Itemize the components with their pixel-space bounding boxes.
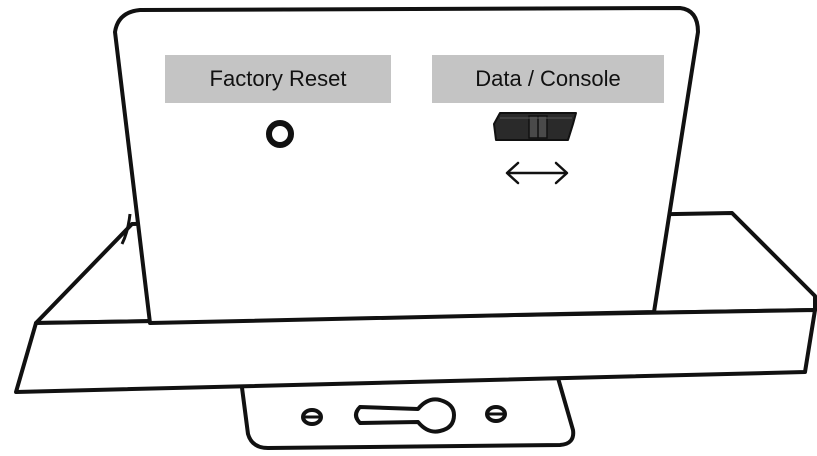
keyhole-slot-icon [354,397,456,434]
data-console-label: Data / Console [432,55,664,103]
reset-pinhole-icon [266,120,294,148]
factory-reset-label: Factory Reset [165,55,391,103]
screw-hole-icon [485,405,507,423]
screw-hole-icon [301,408,323,426]
slide-switch-icon [493,112,577,141]
mounting-bracket [239,376,576,450]
double-arrow-icon [505,161,569,185]
